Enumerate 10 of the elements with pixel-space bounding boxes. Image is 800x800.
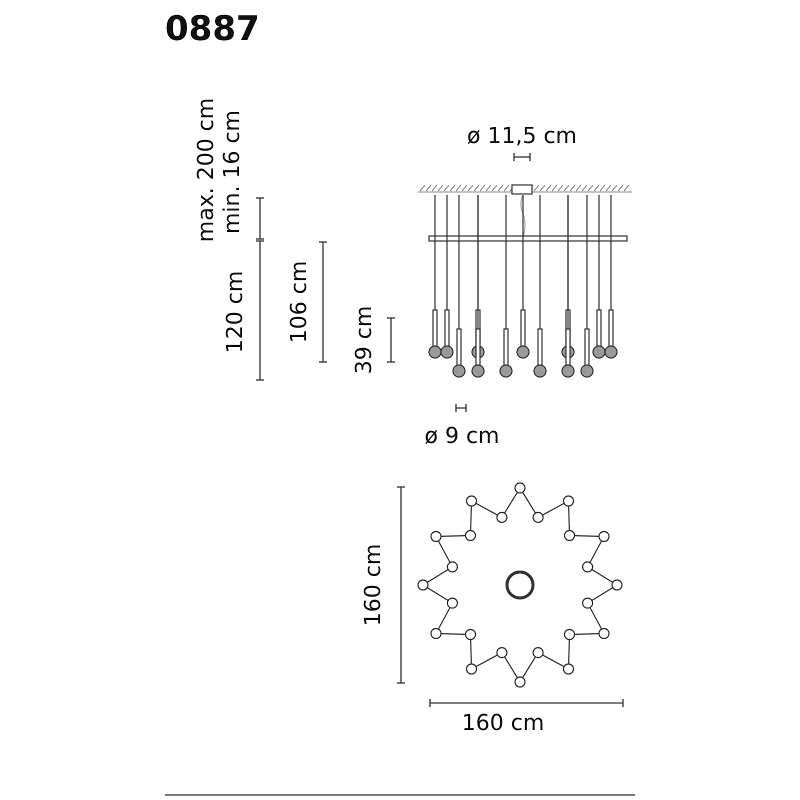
dimension-label: ø 9 cm bbox=[424, 426, 500, 448]
dimension-label: min. 16 cm bbox=[222, 110, 244, 234]
dimension-label: 160 cm bbox=[462, 713, 544, 735]
title-text: 0887 bbox=[165, 12, 260, 46]
dimension-label: 39 cm bbox=[354, 306, 376, 374]
dimension-label: ø 11,5 cm bbox=[467, 126, 577, 148]
dimension-label: max. 200 cm bbox=[196, 98, 218, 242]
dimension-label: 120 cm bbox=[225, 270, 247, 354]
dimension-label: 106 cm bbox=[289, 260, 311, 344]
dimension-label: 160 cm bbox=[363, 544, 385, 626]
